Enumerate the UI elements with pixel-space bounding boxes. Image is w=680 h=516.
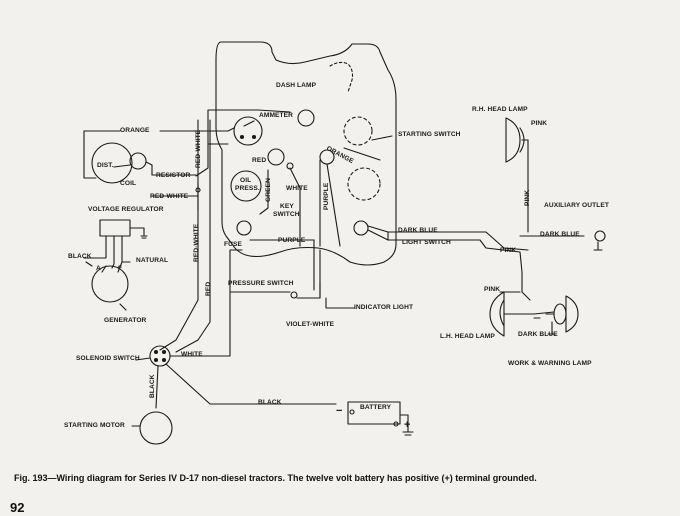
auxiliary-outlet-label: AUXILIARY OUTLET [544,202,609,209]
pink-lh-label: PINK [484,286,501,293]
figure-caption: Fig. 193—Wiring diagram for Series IV D-… [14,473,537,483]
generator-label: GENERATOR [104,317,147,324]
light-switch-knob [353,220,369,236]
voltage-regulator [99,219,131,237]
coil [129,152,147,170]
starting-motor-label: STARTING MOTOR [64,422,125,429]
key-switch-label-1: KEY [280,203,294,210]
distributor [91,142,133,184]
dash-lamp-label: DASH LAMP [276,82,317,89]
voltage-regulator-label: VOLTAGE REGULATOR [88,206,164,213]
resistor-label: RESISTOR [156,172,191,179]
indicator-light-label: INDICATOR LIGHT [354,304,414,311]
pink-vertical-label: PINK [524,189,531,206]
starting-switch-knob [343,116,373,146]
natural-label: NATURAL [136,257,169,264]
orange-wire-top: ORANGE [120,127,150,134]
dark-blue-1-label: DARK BLUE [398,227,438,234]
solenoid-switch-label: SOLENOID SWITCH [76,355,140,362]
black-batt-label: BLACK [258,399,282,406]
term-a-label: A [96,265,101,272]
purple-vertical-label: PURPLE [323,182,330,210]
pink-rh-label: PINK [531,120,548,127]
lh-head-lamp-label: L.H. HEAD LAMP [440,333,495,340]
work-warning-lamp-label: WORK & WARNING LAMP [508,360,592,367]
oil-press-label-2: PRESS. [235,185,260,192]
battery [347,401,401,425]
ammeter-label: AMMETER [259,112,294,119]
oil-press-label-1: OIL [240,177,252,184]
light-switch-label: LIGHT SWITCH [402,239,451,246]
battery-minus-label: − [336,405,343,417]
rh-head-lamp [505,117,521,163]
green-wire-label: GREEN [265,178,272,202]
purple-h-label: PURPLE [278,237,306,244]
work-warning-lamp [565,295,579,333]
red-white-long-label: RED-WHITE [193,223,200,262]
violet-white-label: VIOLET-WHITE [286,321,335,328]
distributor-label: DIST. [97,162,114,169]
key-switch-label-2: SWITCH [273,211,300,218]
red-wire-label: RED [252,157,267,164]
black-sol-label: BLACK [149,374,156,398]
red-vertical-label: RED [205,281,212,296]
pink-mid-label: PINK [500,247,517,254]
dark-blue-3-label: DARK BLUE [518,331,558,338]
starting-motor [139,411,173,445]
ammeter-gauge [233,116,263,146]
key-switch-body [267,148,285,166]
fuse-holder [236,220,252,236]
red-white-vertical-label: RED-WHITE [195,129,202,168]
white-key-label: WHITE [286,185,308,192]
battery-label: BATTERY [360,404,392,411]
dark-blue-2-label: DARK BLUE [540,231,580,238]
pressure-switch-label: PRESSURE SWITCH [228,280,294,287]
black-gen-label: BLACK [68,253,92,260]
dash-right-gauge [347,167,381,201]
auxiliary-outlet [594,230,606,242]
lh-head-lamp [489,291,505,337]
starting-switch-label: STARTING SWITCH [398,131,461,138]
battery-plus-label: + [404,419,411,431]
fuse-label: FUSE [224,241,242,248]
dash-lamp [297,109,315,127]
page-number: 92 [10,500,25,515]
dash-panel-outline [215,41,397,266]
term-f-label: F [118,265,123,272]
pressure-switch [290,291,298,299]
solenoid-switch [149,345,171,367]
white-sol-label: WHITE [181,351,203,358]
coil-label: COIL [120,180,137,187]
rh-head-lamp-label: R.H. HEAD LAMP [472,106,528,113]
red-white-small-label: RED-WHITE [150,193,189,200]
generator [91,265,129,303]
dash-cutout-dashed [329,61,354,93]
oil-pressure-gauge [230,170,262,202]
